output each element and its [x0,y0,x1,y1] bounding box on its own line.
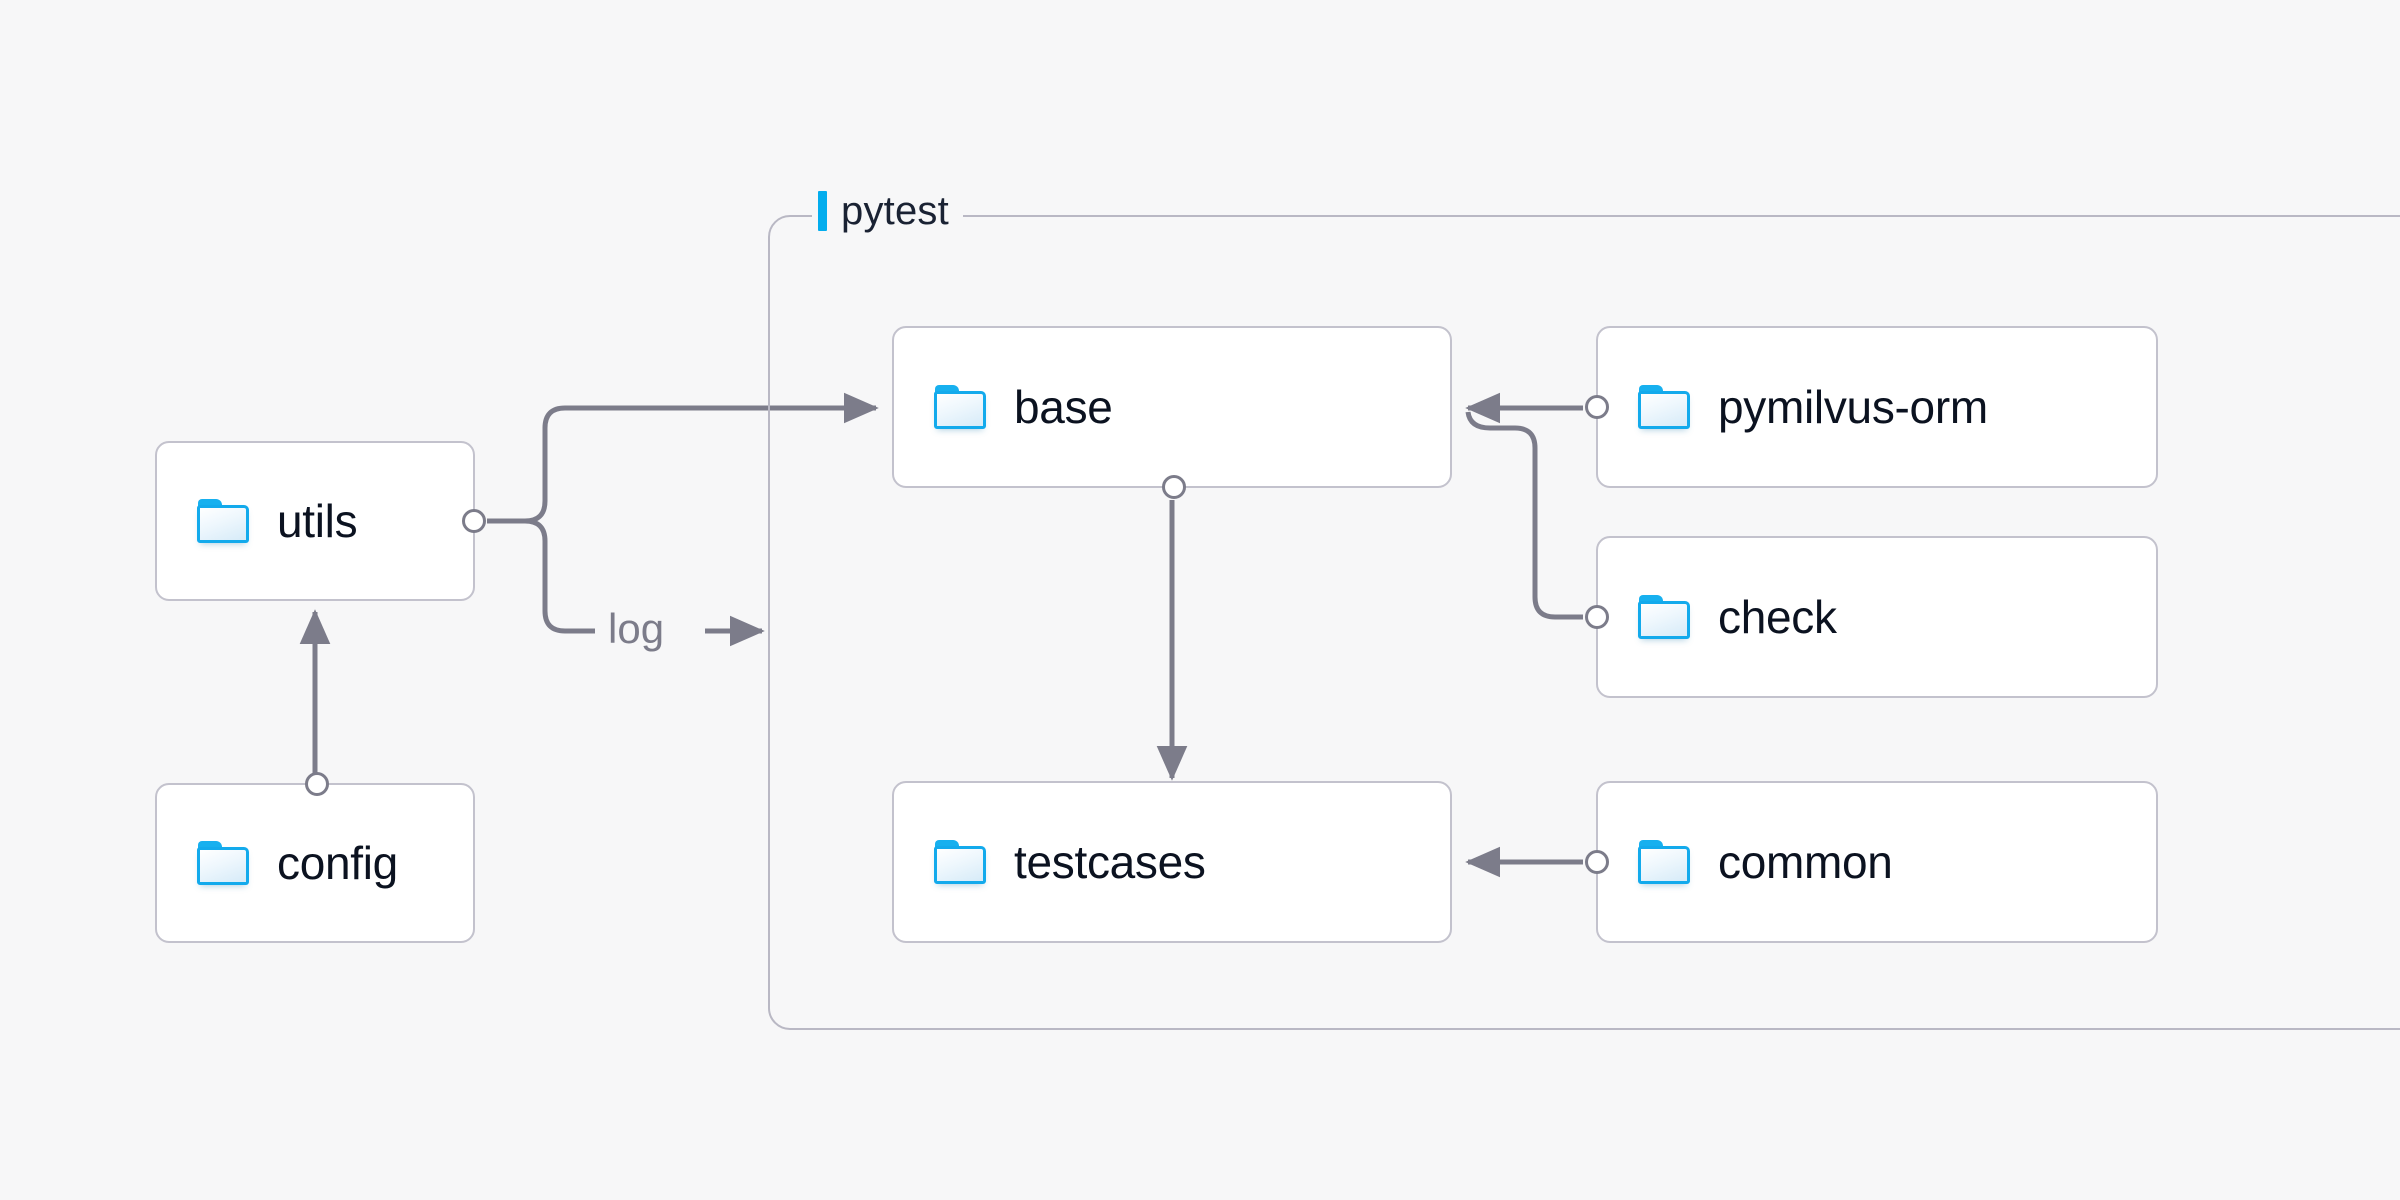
folder-icon [934,385,986,429]
node-utils[interactable]: utils [155,441,486,601]
edge-utils-log [487,518,595,634]
folder-icon [934,840,986,884]
node-base[interactable]: base [892,326,1452,499]
node-check[interactable]: check [1585,536,2158,698]
folder-icon [1638,385,1690,429]
folder-icon [1638,595,1690,639]
node-common-label: common [1718,836,1893,888]
group-pytest-label: pytest [812,188,963,234]
port-utils-right[interactable] [462,509,486,533]
node-config-label: config [277,837,398,889]
group-pytest[interactable] [768,215,2400,1030]
node-base-label: base [1014,381,1113,433]
node-pymilvus-orm-label: pymilvus-orm [1718,381,1988,433]
node-testcases[interactable]: testcases [892,781,1452,943]
node-common[interactable]: common [1585,781,2158,943]
group-label-text: pytest [841,189,949,233]
accent-bar-icon [818,191,827,231]
node-config[interactable]: config [155,772,475,943]
folder-icon [197,499,249,543]
node-testcases-label: testcases [1014,836,1206,888]
node-check-label: check [1718,591,1837,643]
port-common-left[interactable] [1585,850,1609,874]
port-config-top[interactable] [305,772,329,796]
node-utils-label: utils [277,495,358,547]
port-base-bottom[interactable] [1162,475,1186,499]
port-pymilvus-orm-left[interactable] [1585,395,1609,419]
folder-icon [197,841,249,885]
port-check-left[interactable] [1585,605,1609,629]
folder-icon [1638,840,1690,884]
edge-label-log: log [600,608,673,650]
node-pymilvus-orm[interactable]: pymilvus-orm [1585,326,2158,488]
